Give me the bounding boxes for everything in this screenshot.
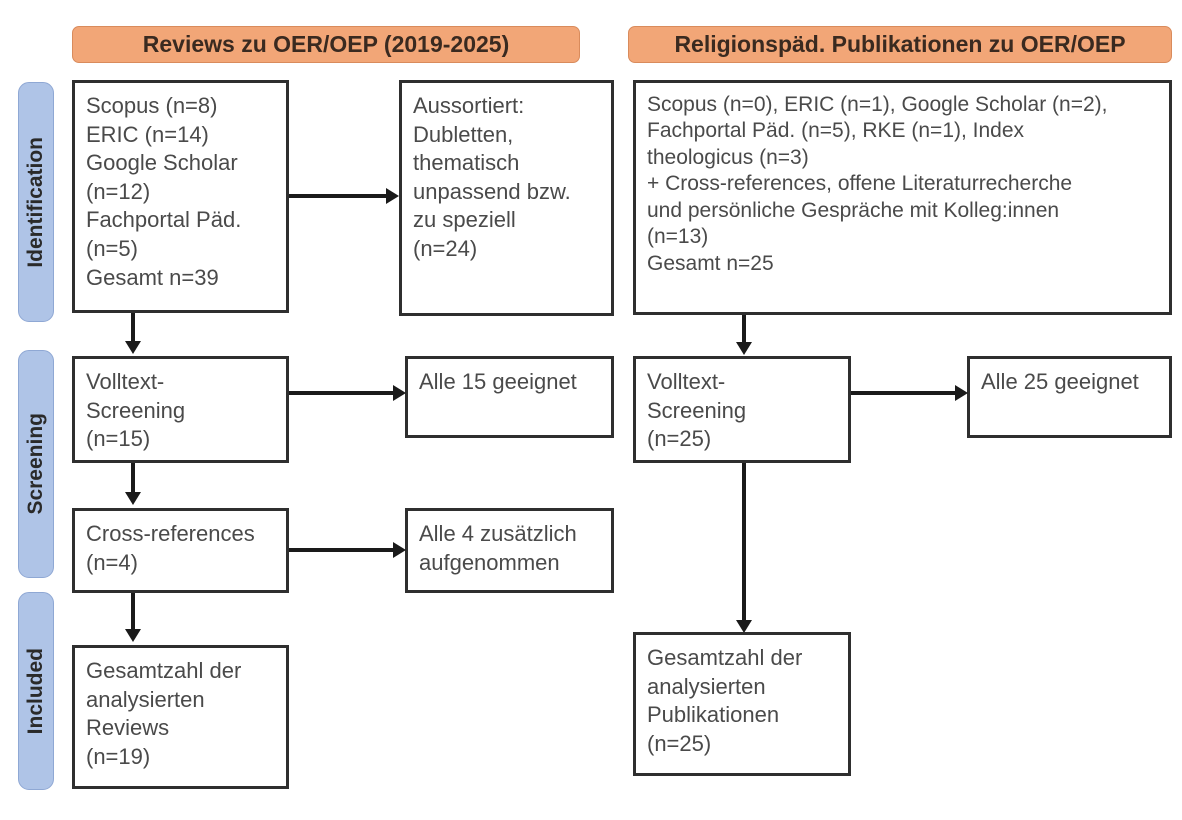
box-left-fulltext-screening: Volltext- Screening (n=15) bbox=[72, 356, 289, 463]
text-line: unpassend bzw. bbox=[413, 178, 571, 204]
text-line: Google Scholar bbox=[86, 150, 238, 176]
text-line: Reviews bbox=[86, 715, 170, 741]
text-line: analysierten bbox=[647, 673, 766, 699]
connector-left-screening-to-result bbox=[289, 391, 393, 395]
box-right-fulltext-screening: Volltext- Screening (n=25) bbox=[633, 356, 851, 463]
text-line: Publikationen bbox=[647, 702, 780, 728]
arrowhead-left-screening-to-crossref bbox=[125, 492, 141, 505]
text-line: (n=15) bbox=[86, 426, 151, 452]
column-header-religionspaed: Religionspäd. Publikationen zu OER/OEP bbox=[628, 26, 1172, 63]
text-line: + Cross-references, offene Literaturrech… bbox=[647, 172, 1073, 196]
text-line: analysierten bbox=[86, 686, 205, 712]
box-left-cross-references: Cross-references (n=4) bbox=[72, 508, 289, 593]
text-line: (n=4) bbox=[86, 549, 138, 575]
text-line: Scopus (n=8) bbox=[86, 93, 218, 118]
column-header-reviews: Reviews zu OER/OEP (2019-2025) bbox=[72, 26, 580, 63]
text-line: Dubletten, bbox=[413, 121, 514, 147]
box-right-screening-result: Alle 25 geeignet bbox=[967, 356, 1172, 438]
text-line: Volltext- bbox=[647, 369, 726, 394]
text-line: Gesamt n=25 bbox=[647, 251, 774, 275]
text-line: Gesamtzahl der bbox=[86, 658, 242, 683]
phase-tab-screening: Screening bbox=[18, 350, 54, 578]
connector-right-screening-to-result bbox=[851, 391, 955, 395]
text-line: Screening bbox=[647, 397, 747, 423]
text-line: Gesamt n=39 bbox=[86, 264, 219, 290]
arrowhead-right-screening-to-included bbox=[736, 620, 752, 633]
text-line: Gesamtzahl der bbox=[647, 645, 803, 670]
box-right-identification-sources: Scopus (n=0), ERIC (n=1), Google Scholar… bbox=[633, 80, 1172, 315]
connector-left-crossref-to-result bbox=[289, 548, 393, 552]
arrowhead-left-ident-to-excluded bbox=[386, 188, 399, 204]
text-line: (n=13) bbox=[647, 225, 709, 249]
connector-left-ident-to-screening bbox=[131, 313, 135, 344]
text-line: (n=25) bbox=[647, 426, 712, 452]
phase-tab-identification: Identification bbox=[18, 82, 54, 322]
text-line: (n=5) bbox=[86, 235, 138, 261]
connector-left-ident-to-excluded bbox=[289, 194, 386, 198]
phase-tab-screening-label: Screening bbox=[24, 413, 47, 515]
text-line: Cross-references bbox=[86, 521, 255, 546]
text-line: thematisch bbox=[413, 150, 520, 176]
phase-tab-included-label: Included bbox=[24, 647, 47, 735]
text-line: und persönliche Gespräche mit Kolleg:inn… bbox=[647, 198, 1060, 222]
text-line: Fachportal Päd. (n=5), RKE (n=1), Index bbox=[647, 119, 1025, 143]
arrowhead-right-ident-to-screening bbox=[736, 342, 752, 355]
connector-right-ident-to-screening bbox=[742, 315, 746, 345]
arrowhead-left-crossref-to-result bbox=[393, 542, 406, 558]
connector-left-crossref-to-included bbox=[131, 593, 135, 631]
text-line: Alle 15 geeignet bbox=[419, 369, 577, 394]
text-line: ERIC (n=14) bbox=[86, 121, 209, 147]
text-line: Screening bbox=[86, 397, 186, 423]
text-line: (n=25) bbox=[647, 730, 712, 756]
phase-tab-included: Included bbox=[18, 592, 54, 790]
text-line: zu speziell bbox=[413, 207, 516, 233]
text-line: theologicus (n=3) bbox=[647, 145, 809, 169]
text-line: Alle 4 zusätzlich bbox=[419, 521, 577, 546]
box-left-identification-sources: Scopus (n=8) ERIC (n=14) Google Scholar … bbox=[72, 80, 289, 313]
arrowhead-right-screening-to-result bbox=[955, 385, 968, 401]
phase-tab-identification-label: Identification bbox=[24, 136, 47, 268]
text-line: aufgenommen bbox=[419, 549, 560, 575]
connector-right-screening-to-included bbox=[742, 463, 746, 623]
text-line: Scopus (n=0), ERIC (n=1), Google Scholar… bbox=[647, 93, 1108, 116]
text-line: Aussortiert: bbox=[413, 93, 525, 118]
text-line: (n=24) bbox=[413, 235, 478, 261]
box-left-cross-references-result: Alle 4 zusätzlich aufgenommen bbox=[405, 508, 614, 593]
text-line: Volltext- bbox=[86, 369, 165, 394]
connector-left-screening-to-crossref bbox=[131, 463, 135, 494]
text-line: Alle 25 geeignet bbox=[981, 369, 1139, 394]
box-left-included-total: Gesamtzahl der analysierten Reviews (n=1… bbox=[72, 645, 289, 789]
text-line: (n=19) bbox=[86, 743, 151, 769]
arrowhead-left-screening-to-result bbox=[393, 385, 406, 401]
box-right-included-total: Gesamtzahl der analysierten Publikatione… bbox=[633, 632, 851, 776]
box-left-screening-result: Alle 15 geeignet bbox=[405, 356, 614, 438]
arrowhead-left-crossref-to-included bbox=[125, 629, 141, 642]
arrowhead-left-ident-to-screening bbox=[125, 341, 141, 354]
box-left-excluded: Aussortiert: Dubletten, thematisch unpas… bbox=[399, 80, 614, 316]
text-line: Fachportal Päd. bbox=[86, 207, 242, 233]
text-line: (n=12) bbox=[86, 178, 151, 204]
